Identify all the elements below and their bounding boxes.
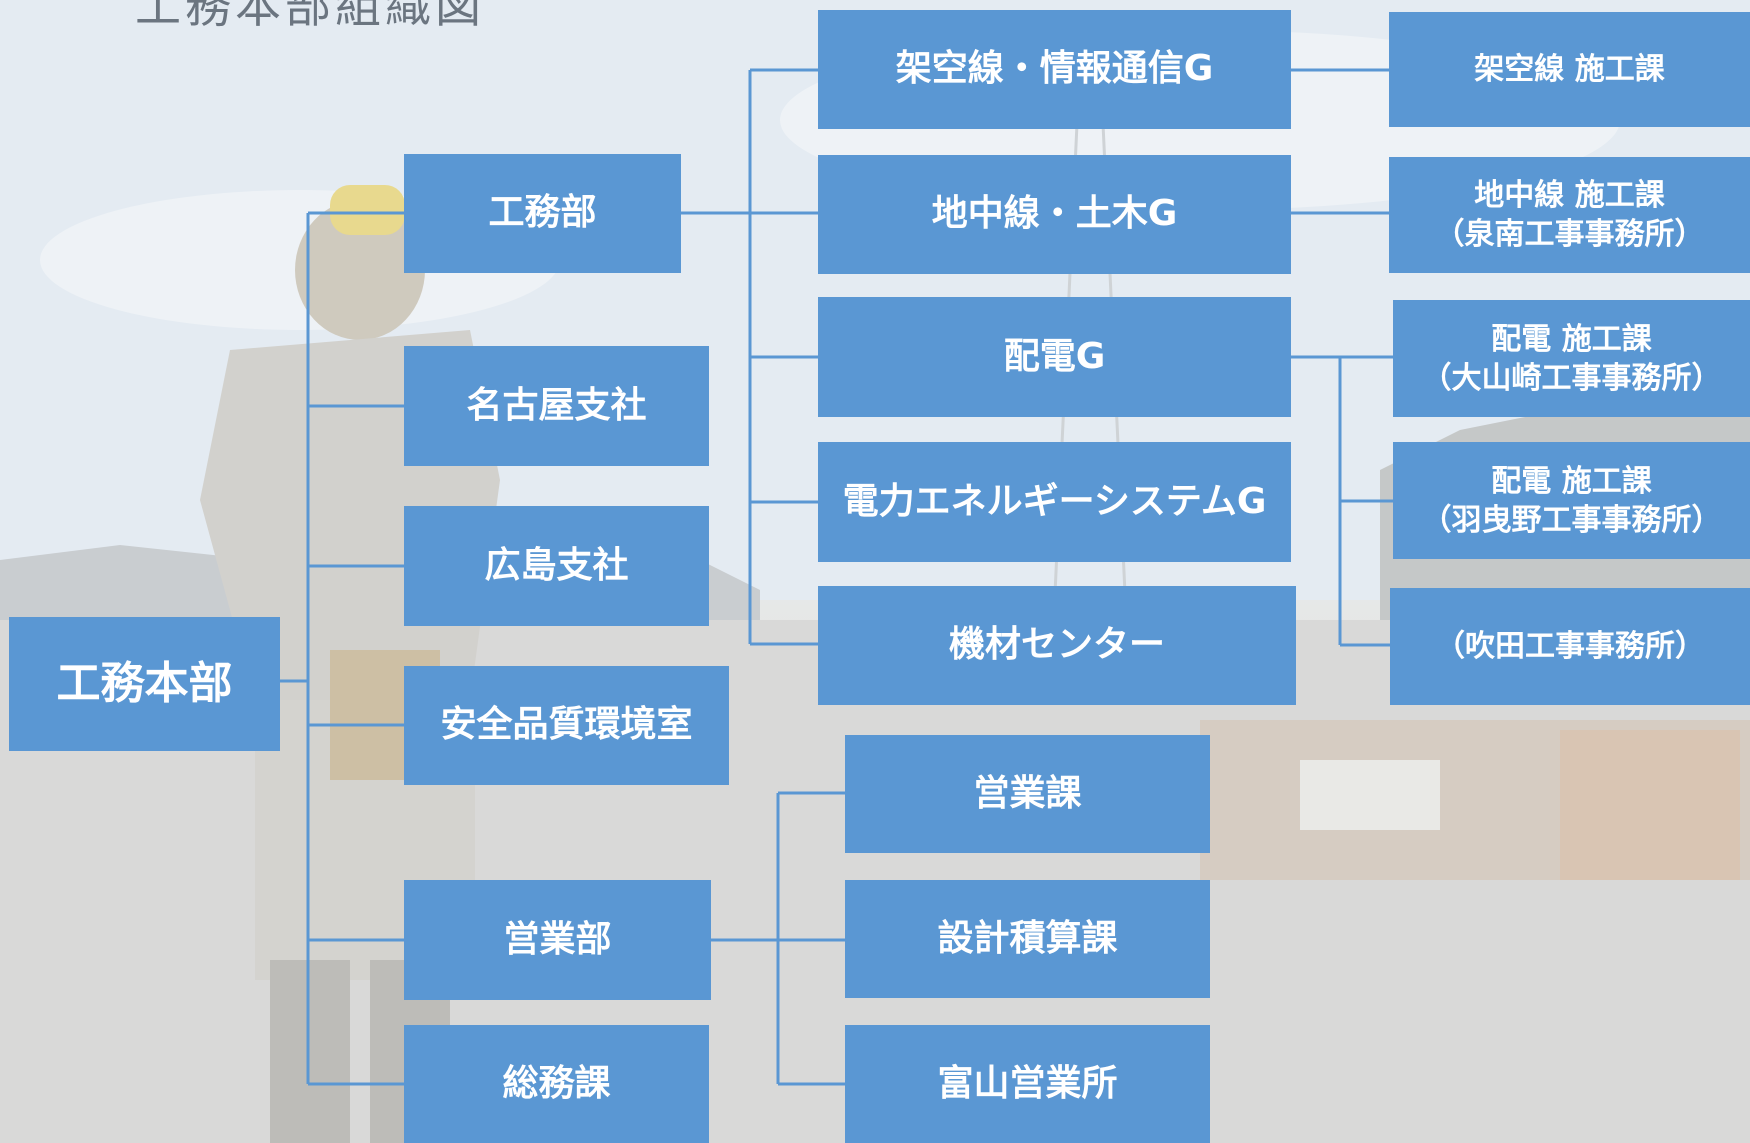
node-kizai-center: 機材センター bbox=[818, 586, 1296, 705]
node-toyama-eigyosho-label: 富山営業所 bbox=[937, 1062, 1118, 1104]
page-title: 工務本部組織図 bbox=[135, 0, 485, 33]
node-chichu-sekouka-line1: 地中線 施工課 bbox=[1474, 178, 1665, 213]
node-haiden-habikino-line2: （羽曳野工事事務所） bbox=[1421, 502, 1722, 538]
node-sekkei-sekisan: 設計積算課 bbox=[845, 880, 1210, 998]
node-koumu-honbu: 工務本部 bbox=[9, 617, 280, 751]
node-koumubu: 工務部 bbox=[404, 154, 681, 273]
node-eigyoka: 営業課 bbox=[845, 735, 1210, 853]
node-somuka: 総務課 bbox=[404, 1025, 709, 1143]
node-denryoku-group: 電力エネルギーシステムG bbox=[818, 442, 1291, 562]
node-haiden-habikino-line1: 配電 施工課 bbox=[1491, 463, 1652, 499]
node-chichu-sekouka-line2: （泉南工事事務所） bbox=[1434, 217, 1705, 252]
node-chichu-sekouka: 地中線 施工課 （泉南工事事務所） bbox=[1389, 157, 1750, 273]
node-anzen-hinshitsu: 安全品質環境室 bbox=[404, 666, 729, 785]
node-kakusen-sekouka: 架空線 施工課 bbox=[1389, 12, 1750, 127]
node-koumu-honbu-label: 工務本部 bbox=[56, 658, 233, 710]
node-toyama-eigyosho: 富山営業所 bbox=[845, 1025, 1210, 1143]
node-chichu-group-label: 地中線・土木G bbox=[931, 193, 1178, 235]
node-haiden-group: 配電G bbox=[818, 297, 1291, 417]
node-kakusen-group: 架空線・情報通信G bbox=[818, 10, 1291, 129]
node-haiden-group-label: 配電G bbox=[1003, 335, 1106, 377]
node-nagoya-shisha-label: 名古屋支社 bbox=[466, 384, 647, 426]
node-anzen-hinshitsu-label: 安全品質環境室 bbox=[440, 704, 693, 746]
node-denryoku-group-label: 電力エネルギーシステムG bbox=[842, 480, 1267, 522]
node-nagoya-shisha: 名古屋支社 bbox=[404, 346, 709, 466]
node-eigyoka-label: 営業課 bbox=[973, 772, 1082, 814]
node-haiden-oyamazaki: 配電 施工課 （大山崎工事事務所） bbox=[1393, 300, 1750, 417]
node-eigyobu-label: 営業部 bbox=[503, 918, 612, 960]
node-haiden-oyamazaki-line1: 配電 施工課 bbox=[1491, 321, 1652, 357]
node-chichu-group: 地中線・土木G bbox=[818, 155, 1291, 274]
node-kakusen-group-label: 架空線・情報通信G bbox=[895, 48, 1214, 90]
node-haiden-oyamazaki-line2: （大山崎工事事務所） bbox=[1421, 360, 1722, 396]
node-suita-office: （吹田工事事務所） bbox=[1390, 588, 1750, 705]
node-koumubu-label: 工務部 bbox=[488, 192, 597, 234]
node-sekkei-sekisan-label: 設計積算課 bbox=[937, 917, 1118, 959]
node-hiroshima-shisha-label: 広島支社 bbox=[484, 544, 629, 586]
node-kizai-center-label: 機材センター bbox=[948, 624, 1165, 666]
node-eigyobu: 営業部 bbox=[404, 880, 711, 1000]
node-hiroshima-shisha: 広島支社 bbox=[404, 506, 709, 626]
node-haiden-habikino: 配電 施工課 （羽曳野工事事務所） bbox=[1393, 442, 1750, 559]
node-kakusen-sekouka-line1: 架空線 施工課 bbox=[1474, 52, 1665, 87]
node-somuka-label: 総務課 bbox=[502, 1062, 611, 1104]
node-suita-office-line1: （吹田工事事務所） bbox=[1435, 629, 1705, 664]
